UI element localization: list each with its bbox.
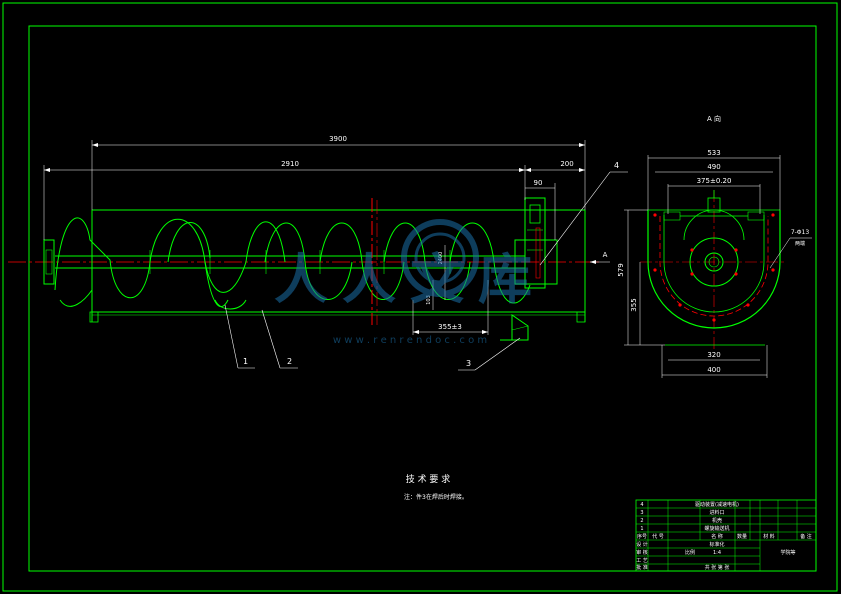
dim-end-length: 200 [560, 160, 573, 168]
tb-scale-label: 比例 [685, 549, 695, 556]
tb-row1-seq: 4 [640, 502, 643, 508]
dim-355: 355 [630, 298, 638, 311]
section-view-title: A 向 [707, 114, 721, 123]
dim-overall-length: 3900 [329, 135, 347, 143]
holes-spec: 7-Φ13 [791, 229, 810, 236]
tb-header-name: 名 称 [711, 533, 723, 540]
tech-req-note: 注：件3在焊后时焊接。 [404, 493, 468, 501]
tb-row1-name: 驱动装置(减速电机) [695, 501, 739, 508]
inner-frame [28, 25, 817, 572]
tb-row2-seq: 3 [640, 510, 643, 516]
tb-scale: 1:4 [713, 550, 721, 556]
watermark: 人人文库 w w w . r e n r e n d o c . c o m [274, 219, 546, 346]
dim-small-height: 103 [426, 295, 432, 305]
holes-note: 两端 [795, 240, 805, 247]
tb-header-seq: 序号 [637, 533, 647, 540]
part-number-1: 1 [243, 357, 248, 366]
tb-row3-name: 机壳 [712, 517, 722, 524]
tb-header-note: 备 注 [800, 533, 812, 540]
section-marker-a: A [603, 251, 608, 259]
dim-579: 579 [617, 263, 625, 276]
dim-400: 400 [707, 366, 720, 374]
dim-490: 490 [707, 163, 720, 171]
part-number-2: 2 [287, 357, 292, 366]
dim-trough-length: 2910 [281, 160, 299, 168]
dim-shaft-height: 2400 [438, 252, 444, 265]
tb-design: 设 计 [636, 541, 648, 548]
part-number-3: 3 [466, 359, 471, 368]
tb-row2-name: 进料口 [709, 509, 724, 516]
tb-sheet: 共 张 第 张 [705, 564, 730, 571]
tb-approve: 批 准 [636, 564, 648, 571]
watermark-url: w w w . r e n r e n d o c . c o m [333, 335, 487, 346]
tb-header-qty: 数量 [737, 533, 747, 540]
dim-320: 320 [707, 351, 720, 359]
dim-bearing-width: 90 [534, 179, 543, 187]
section-view-a: A 向 [617, 114, 812, 378]
dim-shaft-offset: 355±3 [438, 323, 462, 331]
tb-standard: 标准化 [709, 541, 724, 548]
tb-row4-seq: 1 [640, 526, 643, 532]
part-number-4: 4 [614, 161, 619, 170]
dim-375: 375±0.20 [697, 177, 732, 185]
tb-header-material: 材 料 [763, 533, 775, 540]
tb-row3-seq: 2 [640, 518, 643, 524]
title-block: 4 驱动装置(减速电机) 3 进料口 2 机壳 1 螺旋输送机 序号 代 号 名… [635, 499, 817, 572]
tb-process: 工 艺 [636, 558, 648, 564]
tb-check: 审 核 [636, 549, 648, 556]
tech-req-title: 技 术 要 求 [406, 473, 451, 485]
tb-school: 学院等 [780, 549, 795, 556]
tb-row4-name: 螺旋输送机 [704, 525, 729, 532]
dim-533: 533 [707, 149, 720, 157]
watermark-brand: 人人文库 [274, 248, 546, 311]
tb-header-code: 代 号 [652, 533, 664, 540]
